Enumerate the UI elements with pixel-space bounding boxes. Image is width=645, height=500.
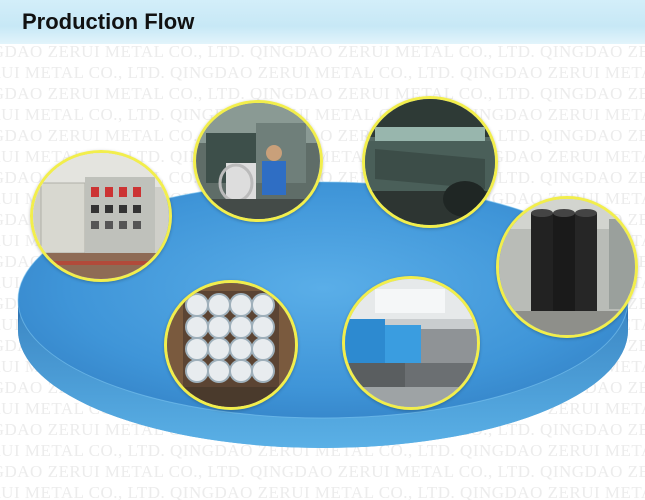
photo-container-loading [164,280,298,410]
watermark-row: QINGDAO ZERUI METAL CO., LTD. QINGDAO ZE… [0,105,645,124]
watermark-row: QINGDAO ZERUI METAL CO., LTD. QINGDAO ZE… [0,441,645,460]
watermark-row: QINGDAO ZERUI METAL CO., LTD. QINGDAO ZE… [0,63,645,82]
photo-worker-at-machine [193,100,323,222]
photo-warehouse-stock [342,276,480,410]
watermark-row: QINGDAO ZERUI METAL CO., LTD. QINGDAO ZE… [0,462,645,481]
photo-rubber-roll-stack [496,196,638,338]
watermark-row: QINGDAO ZERUI METAL CO., LTD. QINGDAO ZE… [0,84,645,103]
photo-rubber-sheet-rolling [362,96,498,228]
page-title: Production Flow [22,9,195,34]
watermark-row: QINGDAO ZERUI METAL CO., LTD. QINGDAO ZE… [0,483,645,500]
header-banner: Production Flow [0,0,645,44]
watermark-row: QINGDAO ZERUI METAL CO., LTD. QINGDAO ZE… [0,42,645,61]
photo-control-cabinet [30,150,172,282]
